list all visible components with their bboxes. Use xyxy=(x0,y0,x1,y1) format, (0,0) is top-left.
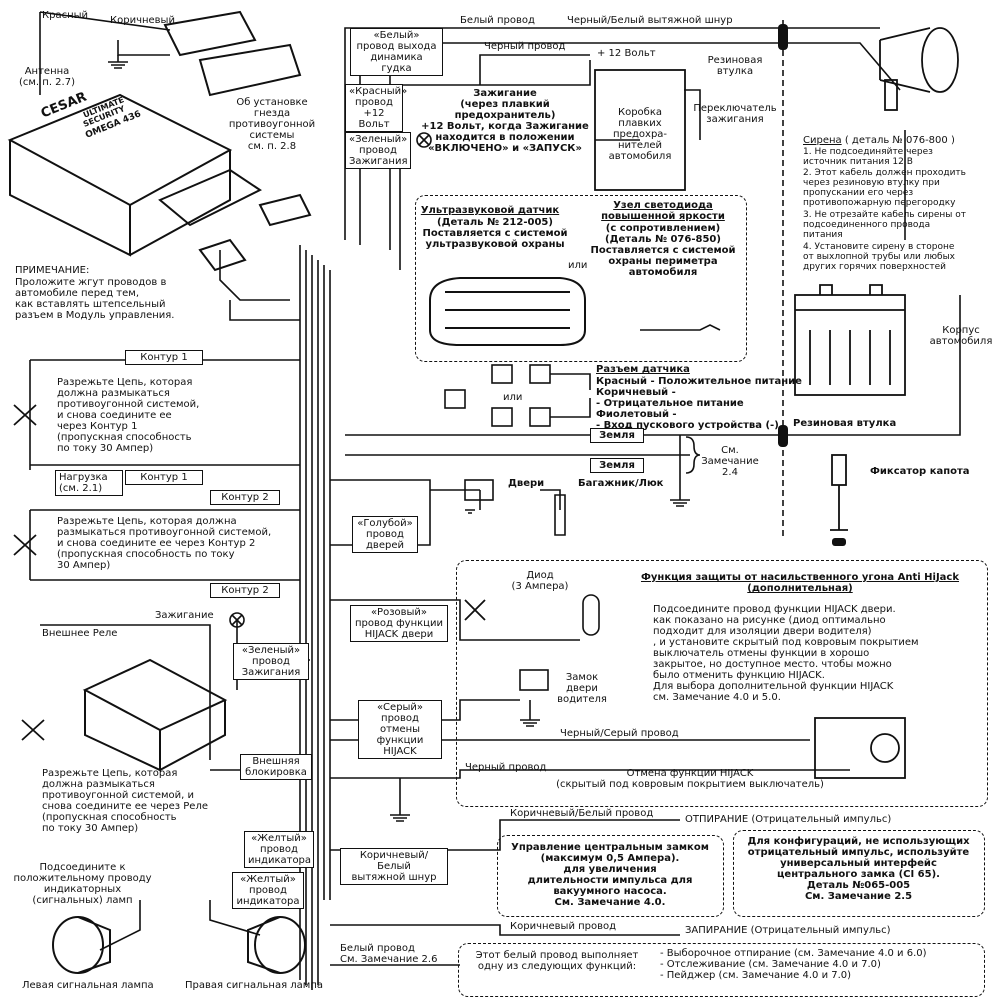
note-heading: ПРИМЕЧАНИЕ: xyxy=(15,265,90,276)
siren-note-4: 4. Установите сирену в стороне от выхлоп… xyxy=(803,242,956,272)
gray-wire-box: «Серый» провод отмены функции HIJACK xyxy=(358,700,442,759)
note-text: Проложите жгут проводов в автомобиле пер… xyxy=(15,277,175,321)
hijack-instructions: Подсоедините провод функции HIJACK двери… xyxy=(653,604,919,703)
siren-note-2: 2. Этот кабель должен проходить через ре… xyxy=(803,168,966,208)
yellow-wire-box-1: «Желтый» провод индикатора xyxy=(244,831,314,868)
fuse-box-label: Коробка плавких предохра- нителей автомо… xyxy=(608,107,672,162)
cut-circuit2-text: Разрежьте Цепь, которая должна размыкать… xyxy=(57,516,272,571)
socket-install-note: Об установке гнезда противоугонной систе… xyxy=(228,97,316,152)
external-relay-label: Внешнее Реле xyxy=(42,628,118,639)
black-wire-label: Черный провод xyxy=(484,41,566,52)
car-body-label: Корпус автомобиля xyxy=(929,325,993,347)
brown-wire-label: Коричневый провод xyxy=(510,921,617,932)
plus12-label: + 12 Вольт xyxy=(597,48,656,59)
diode-label: Диод (3 Ампера) xyxy=(511,570,569,592)
white-horn-wire-box: «Белый» провод выхода динамика гудка xyxy=(350,28,443,76)
config-dashed-box xyxy=(733,830,985,917)
right-lamp-label: Правая сигнальная лампа xyxy=(185,980,324,991)
connector-text: Красный - Положительное питание Коричнев… xyxy=(596,376,802,431)
ultrasonic-text: (Деталь № 212-005) Поставляется с систем… xyxy=(422,217,568,250)
red-wire-12v-box: «Красный» провод +12 Вольт xyxy=(345,84,407,132)
ignition-switch-label: Переключатель зажигания xyxy=(693,103,777,125)
green-ignition-wire-box-top: «Зеленый» провод Зажигания xyxy=(345,132,411,169)
sensor-dashed-box xyxy=(415,195,747,362)
ground-remark: См. Замечание 2.4 xyxy=(701,445,759,478)
relay-ignition-label: Зажигание xyxy=(155,610,214,621)
contour2-top-box: Контур 2 xyxy=(210,490,280,505)
white-functions-intro: Этот белый провод выполняет одну из след… xyxy=(475,950,639,972)
led-text: (с сопротивлением) (Деталь № 076-850) По… xyxy=(590,223,736,278)
load-box: Нагрузка (см. 2.1) xyxy=(55,470,123,496)
siren-title-line: Сирена ( деталь № 076-800 ) xyxy=(803,135,955,146)
contour1-top-box: Контур 1 xyxy=(125,350,203,365)
yellow-wire-box-2: «Желтый» провод индикатора xyxy=(232,872,304,909)
ultrasonic-title: Ультразвуковой датчик xyxy=(420,205,560,216)
hijack-black-wire-label: Черный провод xyxy=(465,762,547,773)
ground-label-1: Земля xyxy=(590,428,644,443)
relay-green-wire-box: «Зеленый» провод Зажигания xyxy=(233,643,309,680)
siren-title: Сирена xyxy=(803,135,842,146)
external-lock-box: Внешняя блокировка xyxy=(240,754,312,780)
contour2-bottom-box: Контур 2 xyxy=(210,583,280,598)
hijack-dashed-box xyxy=(456,560,988,807)
left-lamp-label: Левая сигнальная лампа xyxy=(22,980,154,991)
hijack-title: Функция защиты от насильственного угона … xyxy=(640,572,960,594)
white-functions-dashed-box xyxy=(458,943,985,997)
relay-cut-text: Разрежьте Цепь, которая должна размыкать… xyxy=(42,768,208,834)
or-label-2: или xyxy=(503,392,523,403)
central-lock-dashed-box xyxy=(497,835,724,917)
white-wire-note: Белый провод См. Замечание 2.6 xyxy=(340,943,438,965)
driver-door-lock-label: Замок двери водителя xyxy=(557,672,607,705)
white-wire-label: Белый провод xyxy=(460,15,535,26)
rubber-grommet-label: Резиновая втулка xyxy=(793,418,897,429)
pink-wire-box: «Розовый» провод функции HIJACK двери xyxy=(350,605,448,642)
antenna-wire-brown-label: Коричневый xyxy=(110,15,175,26)
led-title: Узел светодиода повышенной яркости xyxy=(601,200,725,222)
black-gray-wire-label: Черный/Серый провод xyxy=(560,728,679,739)
blue-door-wire-box: «Голубой» провод дверей xyxy=(352,516,418,553)
contour1-bottom-box: Контур 1 xyxy=(125,470,203,485)
central-lock-note: Управление центральным замком (максимум … xyxy=(511,842,709,908)
indicator-connect-note: Подсоедините к положительному проводу ин… xyxy=(13,862,152,906)
doors-label: Двери xyxy=(508,478,545,489)
connector-title: Разъем датчика xyxy=(596,364,690,375)
siren-detail: ( деталь № 076-800 ) xyxy=(844,135,955,146)
brown-white-cord-box: Коричневый/Белый вытяжной шнур xyxy=(340,848,448,885)
siren-note-1: 1. Не подсоединяйте через источник питан… xyxy=(803,147,933,167)
or-label-1: или xyxy=(568,260,588,271)
white-functions-list: - Выборочное отпирание (см. Замечание 4.… xyxy=(660,948,927,981)
antenna-label: Антенна (см. п. 2.7) xyxy=(18,66,75,88)
black-white-cord-label: Черный/Белый вытяжной шнур xyxy=(567,15,733,26)
lock-label: ЗАПИРАНИЕ (Отрицательный импульс) xyxy=(685,925,891,936)
cut-circuit1-text: Разрежьте Цепь, которая должна размыкать… xyxy=(57,377,200,454)
brown-white-wire-label: Коричневый/Белый провод xyxy=(510,808,654,819)
ignition-fuse-note: Зажигание (через плавкий предохранитель)… xyxy=(421,88,589,154)
trunk-label: Багажник/Люк xyxy=(578,478,664,489)
config-note: Для конфигураций, не использующих отрица… xyxy=(747,836,970,902)
cancel-switch-label: Отмена функции HIJACK (скрытый под ковро… xyxy=(556,768,824,790)
rubber-grommet-top-label: Резиновая втулка xyxy=(707,55,763,77)
hood-lock-label: Фиксатор капота xyxy=(870,466,970,477)
unlock-label: ОТПИРАНИЕ (Отрицательный импульс) xyxy=(685,814,892,825)
ground-label-2: Земля xyxy=(590,458,644,473)
antenna-wire-red-label: Красный xyxy=(42,10,89,21)
siren-note-3: 3. Не отрезайте кабель сирены от подсоед… xyxy=(803,210,967,240)
